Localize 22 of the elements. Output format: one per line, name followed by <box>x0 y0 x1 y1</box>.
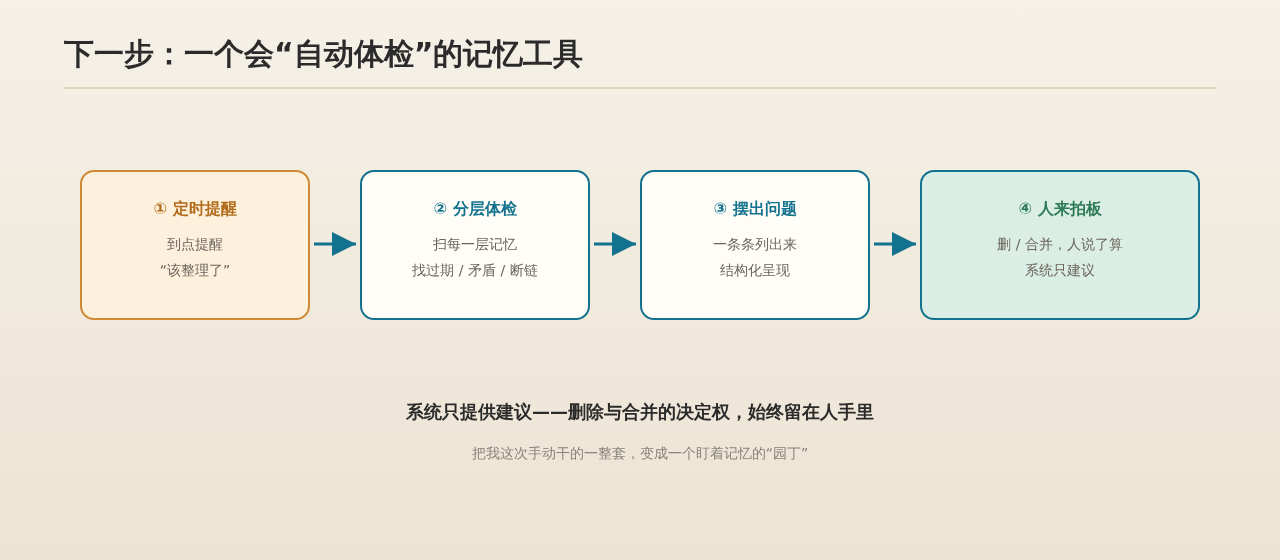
step-description: 到点提醒 <box>167 236 223 252</box>
arrow <box>314 232 356 256</box>
step-description: 结构化呈现 <box>720 262 790 278</box>
step-heading: ② 分层体检 <box>433 199 517 218</box>
subtitle-text: 把我这次手动干的一整套，变成一个盯着记忆的“园丁” <box>471 445 809 461</box>
step-heading: ① 定时提醒 <box>153 199 237 218</box>
step-description: 系统只建议 <box>1025 262 1095 278</box>
arrow <box>874 232 916 256</box>
step-box <box>640 170 870 320</box>
step-heading: ④ 人来拍板 <box>1018 199 1102 218</box>
step-description: “该整理了” <box>159 262 231 278</box>
step-description: 删 / 合并，人说了算 <box>997 236 1123 252</box>
title: 下一步：一个会“自动体检”的记忆工具 <box>64 35 584 73</box>
step-heading: ③ 摆出问题 <box>713 199 797 218</box>
step-description: 一条条列出来 <box>713 236 797 252</box>
summary-text: 系统只提供建议——删除与合并的决定权，始终留在人手里 <box>406 401 874 422</box>
step-box <box>360 170 590 320</box>
step-box <box>920 170 1200 320</box>
step-description: 找过期 / 矛盾 / 断链 <box>412 262 538 278</box>
arrow <box>594 232 636 256</box>
step-box <box>80 170 310 320</box>
step-description: 扫每一层记忆 <box>433 236 517 252</box>
